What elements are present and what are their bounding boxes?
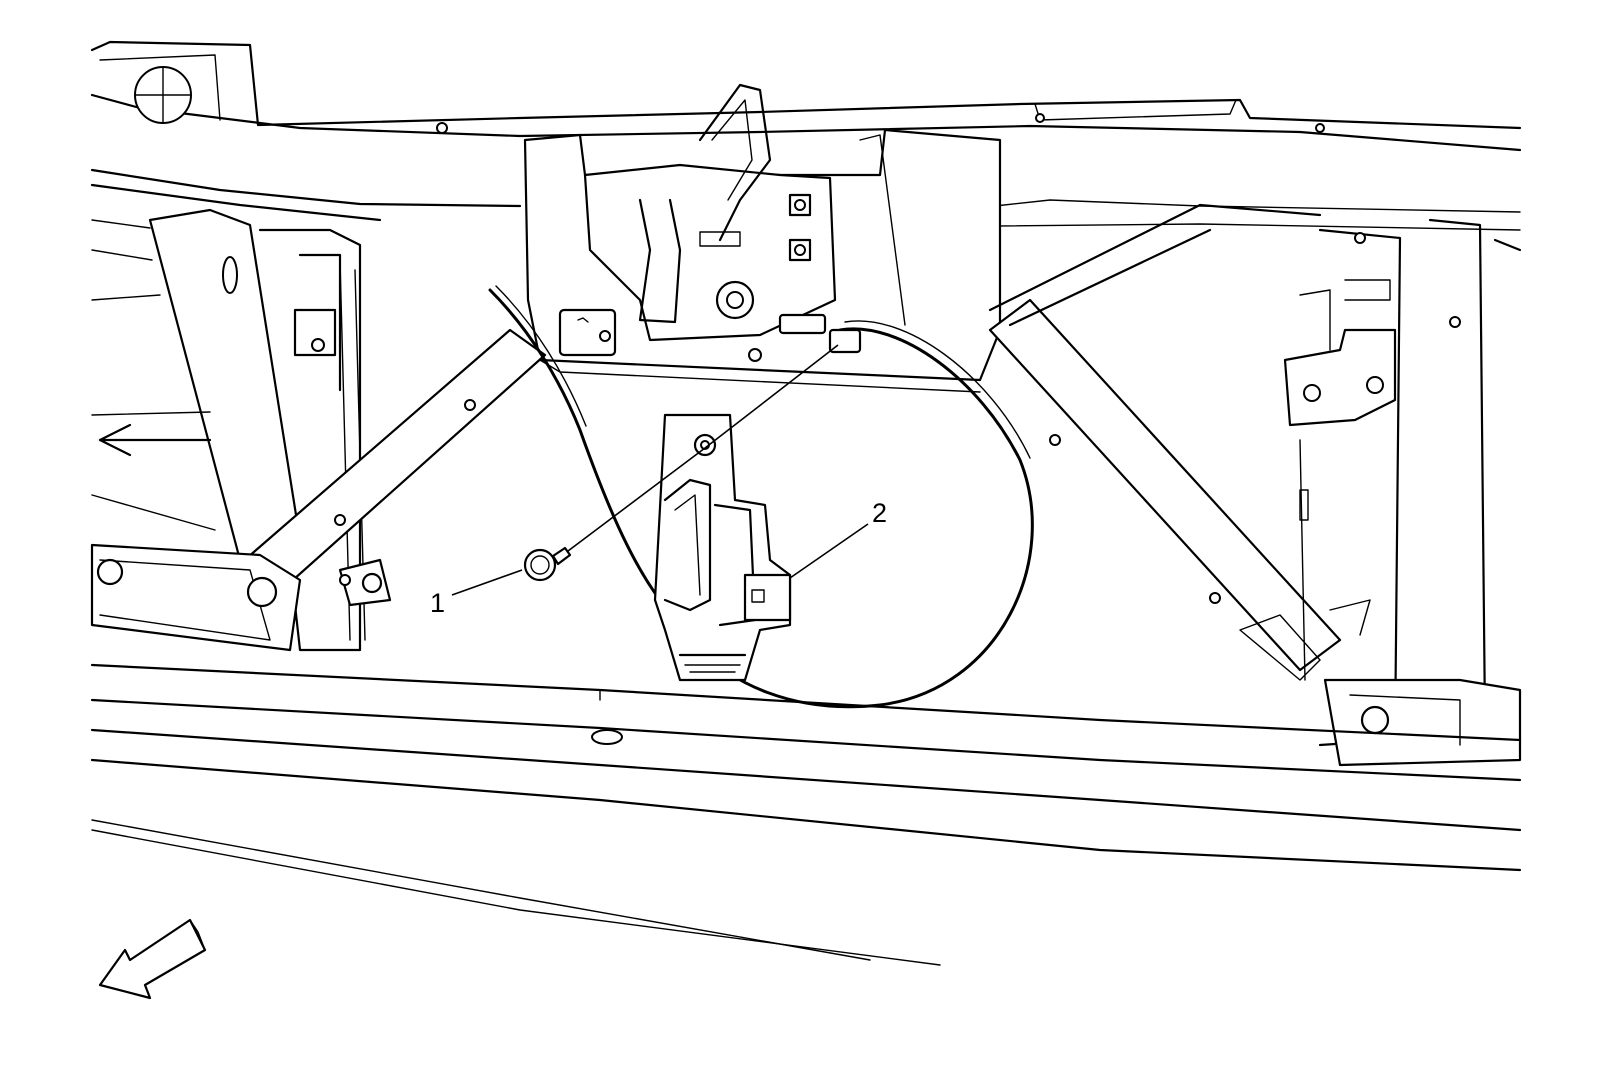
headlamp-mounts [90,543,1522,767]
assembly-leader-line [704,344,839,449]
mounting-bolt [523,447,706,582]
left-nut-bracket [338,558,392,607]
callout-label-1: 1 [430,588,445,618]
lower-bumper-beam [90,663,1522,966]
callout-1: 1 [430,569,523,618]
hood-latch-actuator [653,413,792,682]
callout-label-2: 2 [872,498,887,528]
right-side-brackets [1283,218,1522,747]
upper-radiator-support [90,40,1522,231]
left-side-brackets [91,208,366,652]
release-cable [488,285,1034,709]
forward-direction-arrow-icon [98,918,207,1000]
diagonal-braces [208,203,1342,681]
callout-2: 2 [789,498,887,579]
